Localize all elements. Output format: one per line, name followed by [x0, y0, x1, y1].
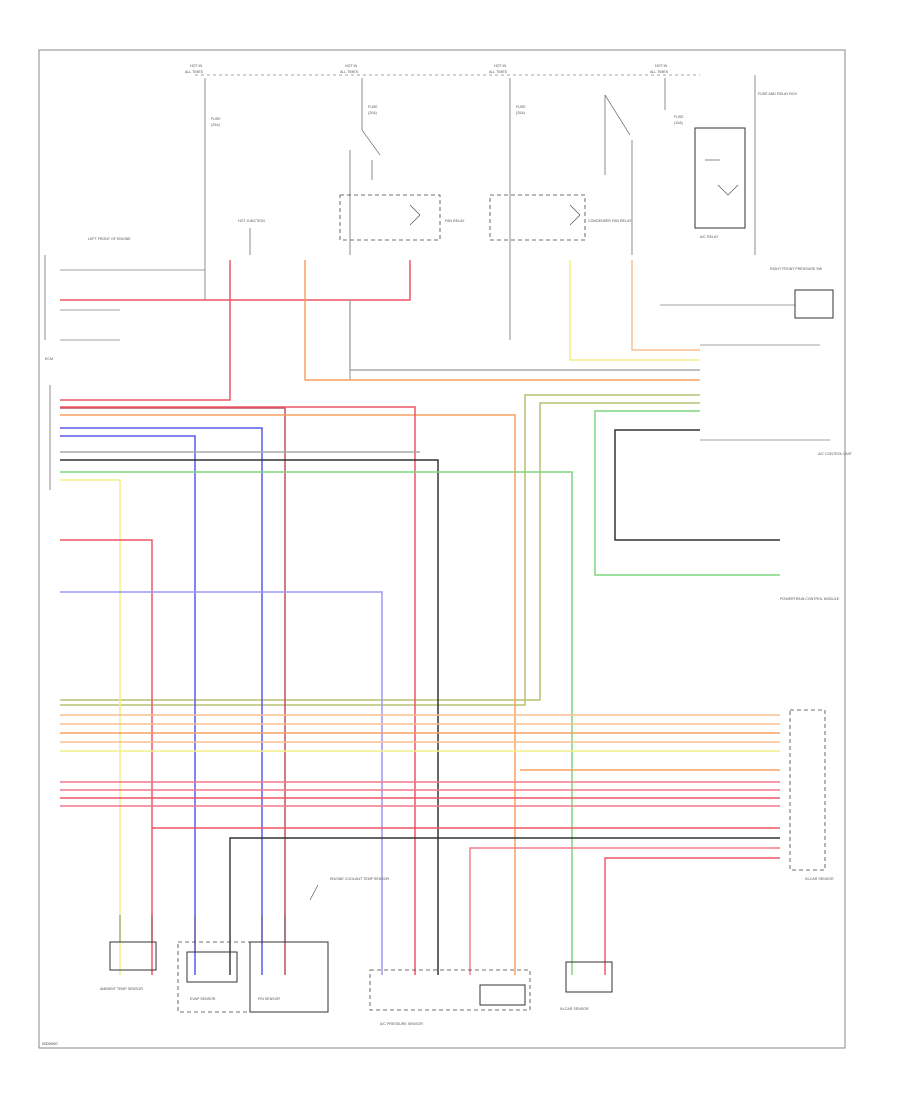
ambient-sensor: AMBIENT TEMP SENSOR: [100, 941, 157, 991]
ac-control-pins: A/C CONTROL UNIT POWERTRAIN CONTROL MODU…: [700, 344, 853, 601]
svg-text:FAN RELAY: FAN RELAY: [445, 219, 465, 223]
svg-text:ALL TIMES: ALL TIMES: [185, 70, 204, 74]
footer-code: WD0000: [42, 1041, 58, 1046]
right-connector: IN-CAR SENSOR: [789, 709, 834, 881]
fuse-block-label: FUSE AND RELAY BOX: [758, 92, 798, 96]
svg-text:(10A): (10A): [674, 121, 683, 125]
fuse-2: HOT IN ALL TIMES FUSE (20A): [340, 64, 378, 130]
svg-text:CONDENSER FAN RELAY: CONDENSER FAN RELAY: [588, 219, 632, 223]
svg-text:ENGINE COOLANT TEMP SENSOR: ENGINE COOLANT TEMP SENSOR: [330, 877, 390, 881]
diagram-frame: [38, 49, 846, 1049]
svg-text:ALL TIMES: ALL TIMES: [489, 70, 508, 74]
svg-text:HOT IN: HOT IN: [345, 64, 358, 68]
hot-junction-label: HOT JUNCTION: [238, 219, 265, 223]
relay-4: A/C RELAY: [694, 127, 746, 239]
svg-text:FUSE: FUSE: [211, 117, 221, 121]
wires-main: [60, 406, 573, 975]
svg-text:A/C RELAY: A/C RELAY: [700, 235, 719, 239]
svg-text:HOT IN: HOT IN: [655, 64, 668, 68]
wires-top: [60, 260, 780, 706]
svg-text:A/C PRESSURE SENSOR: A/C PRESSURE SENSOR: [380, 1022, 423, 1026]
evap-fin-sensors: EVAP SENSOR FIN SENSOR ENGINE COOLANT TE…: [177, 877, 390, 1013]
pressure-sensor: A/C PRESSURE SENSOR: [369, 969, 531, 1026]
svg-text:ALL TIMES: ALL TIMES: [340, 70, 359, 74]
svg-text:AMBIENT TEMP SENSOR: AMBIENT TEMP SENSOR: [100, 987, 143, 991]
pressure-switch: RIGHT FRONT PRESSURE SW: [660, 267, 834, 319]
svg-text:IN-CAR SENSOR: IN-CAR SENSOR: [805, 877, 834, 881]
svg-text:FUSE: FUSE: [368, 105, 378, 109]
svg-text:LEFT FRONT OF ENGINE: LEFT FRONT OF ENGINE: [88, 237, 131, 241]
svg-text:HOT IN: HOT IN: [190, 64, 203, 68]
wires-bundle: [60, 714, 780, 975]
in-car-sensor: IN-CAR SENSOR: [560, 961, 613, 1011]
relay-1: FAN RELAY: [339, 129, 465, 255]
svg-text:IN-CAR SENSOR: IN-CAR SENSOR: [560, 1007, 589, 1011]
svg-text:FUSE: FUSE: [516, 105, 526, 109]
fuse-4: HOT IN ALL TIMES FUSE (10A): [650, 64, 684, 125]
bottom-stubs: [119, 915, 286, 952]
svg-text:ALL TIMES: ALL TIMES: [650, 70, 669, 74]
svg-text:POWERTRAIN CONTROL MODULE: POWERTRAIN CONTROL MODULE: [780, 597, 840, 601]
svg-text:FIN SENSOR: FIN SENSOR: [258, 997, 280, 1001]
svg-text:HOT IN: HOT IN: [494, 64, 507, 68]
fuse-3: HOT IN ALL TIMES FUSE (20A): [489, 64, 526, 255]
svg-text:RIGHT FRONT PRESSURE SW: RIGHT FRONT PRESSURE SW: [770, 267, 823, 271]
svg-text:(20A): (20A): [368, 111, 377, 115]
svg-text:A/C CONTROL UNIT: A/C CONTROL UNIT: [818, 452, 853, 456]
relay-2: CONDENSER FAN RELAY: [489, 194, 632, 241]
svg-text:(25A): (25A): [211, 123, 220, 127]
svg-text:EVAP SENSOR: EVAP SENSOR: [190, 997, 216, 1001]
left-connector: LEFT FRONT OF ENGINE ECM: [44, 237, 205, 361]
svg-text:(20A): (20A): [516, 111, 525, 115]
svg-text:FUSE: FUSE: [674, 115, 684, 119]
relay-3: [604, 94, 633, 255]
svg-text:ECM: ECM: [45, 357, 53, 361]
fuse-1: HOT IN ALL TIMES FUSE (25A): [185, 64, 221, 255]
